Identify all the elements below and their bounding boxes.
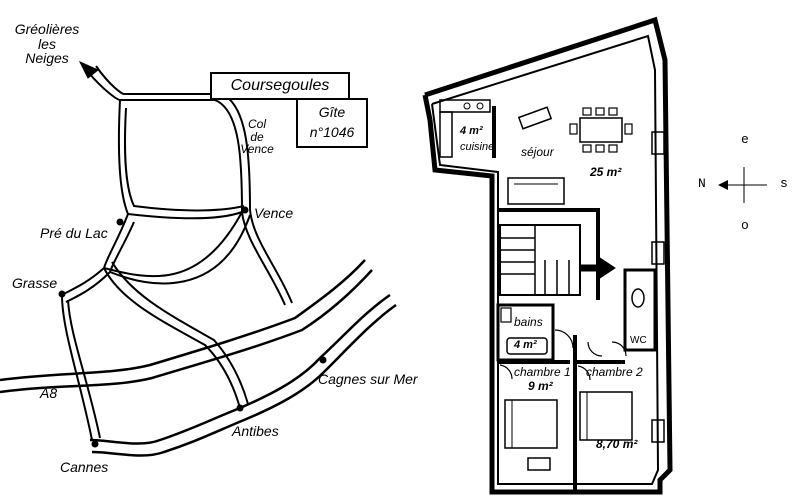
bathroom bbox=[496, 303, 555, 362]
windows bbox=[527, 131, 665, 471]
dot-cannes bbox=[91, 440, 99, 448]
label-vence: Vence bbox=[254, 205, 294, 221]
label-cagnes: Cagnes sur Mer bbox=[318, 371, 418, 387]
label-pre-du-lac: Pré du Lac bbox=[40, 225, 108, 241]
chambre1-label: chambre 1 bbox=[514, 365, 571, 379]
compass-o: o bbox=[741, 218, 749, 233]
compass-arrow bbox=[718, 167, 767, 203]
sink bbox=[500, 307, 512, 323]
label-col-1: Col bbox=[247, 117, 266, 131]
label-greolieres-1: Gréolières bbox=[14, 21, 80, 37]
road-grasse-cannes bbox=[61, 294, 101, 441]
label-greolieres: Gréolières les Neiges bbox=[12, 22, 82, 66]
cuisine-area: 4 m² bbox=[460, 125, 483, 137]
label-greolieres-3: Neiges bbox=[25, 50, 69, 67]
wc-label: WC bbox=[630, 335, 647, 346]
bains-label: bains bbox=[514, 315, 543, 329]
road-grasse-vence bbox=[103, 211, 251, 409]
bed-chambre1 bbox=[504, 399, 558, 449]
gite-number: n°1046 bbox=[309, 124, 355, 140]
gite-box: Gîte n°1046 bbox=[296, 98, 368, 148]
toilet bbox=[631, 288, 645, 308]
outer-wall bbox=[422, 16, 673, 495]
label-coursegoules: Coursegoules bbox=[230, 77, 330, 94]
bathtub bbox=[506, 337, 548, 355]
bains-area: 4 m² bbox=[514, 339, 537, 351]
label-antibes: Antibes bbox=[232, 423, 279, 439]
kitchen-counter bbox=[439, 99, 491, 113]
chambre2-area: 8,70 m² bbox=[596, 437, 638, 451]
door-arcs bbox=[499, 329, 627, 381]
road-loop-west bbox=[117, 99, 245, 220]
label-coursegoules-box: Coursegoules bbox=[210, 72, 350, 100]
compass-s: s bbox=[780, 176, 788, 191]
gite-label: Gîte bbox=[318, 104, 346, 120]
sejour-label: séjour bbox=[521, 145, 554, 159]
label-greolieres-2: les bbox=[38, 35, 56, 52]
bed-chambre2 bbox=[579, 391, 633, 441]
label-col-2: de bbox=[250, 129, 264, 144]
label-a8: A8 bbox=[40, 385, 58, 401]
dot-antibes bbox=[236, 404, 244, 412]
dot-grasse bbox=[58, 290, 66, 298]
cuisine-label: cuisine bbox=[460, 141, 495, 153]
compass-e: e bbox=[741, 132, 749, 147]
chambre2-label: chambre 2 bbox=[586, 365, 643, 379]
label-col-de-vence: Col de Vence bbox=[240, 118, 274, 156]
label-grasse: Grasse bbox=[12, 275, 58, 291]
stairs bbox=[499, 224, 581, 296]
compass-n: N bbox=[698, 176, 706, 191]
chambre1-area: 9 m² bbox=[528, 379, 553, 393]
dot-cagnes bbox=[319, 356, 327, 364]
sejour-area: 25 m² bbox=[590, 165, 622, 179]
floor-plan bbox=[422, 16, 673, 495]
label-col-3: Vence bbox=[240, 142, 274, 157]
north-arrow-head bbox=[78, 60, 99, 79]
road-to-greolieres bbox=[87, 65, 220, 101]
dining-table bbox=[579, 117, 623, 143]
entry-arrow bbox=[579, 257, 616, 279]
motorway-a8 bbox=[0, 259, 373, 394]
dot-pre-du-lac bbox=[116, 218, 124, 226]
road-coursegoules-vence bbox=[214, 93, 293, 306]
sideboard bbox=[517, 106, 553, 130]
sofa bbox=[507, 177, 565, 205]
dot-vence bbox=[241, 206, 249, 214]
label-cannes: Cannes bbox=[60, 459, 109, 475]
town-dots bbox=[58, 206, 327, 448]
wc-room bbox=[623, 268, 657, 352]
